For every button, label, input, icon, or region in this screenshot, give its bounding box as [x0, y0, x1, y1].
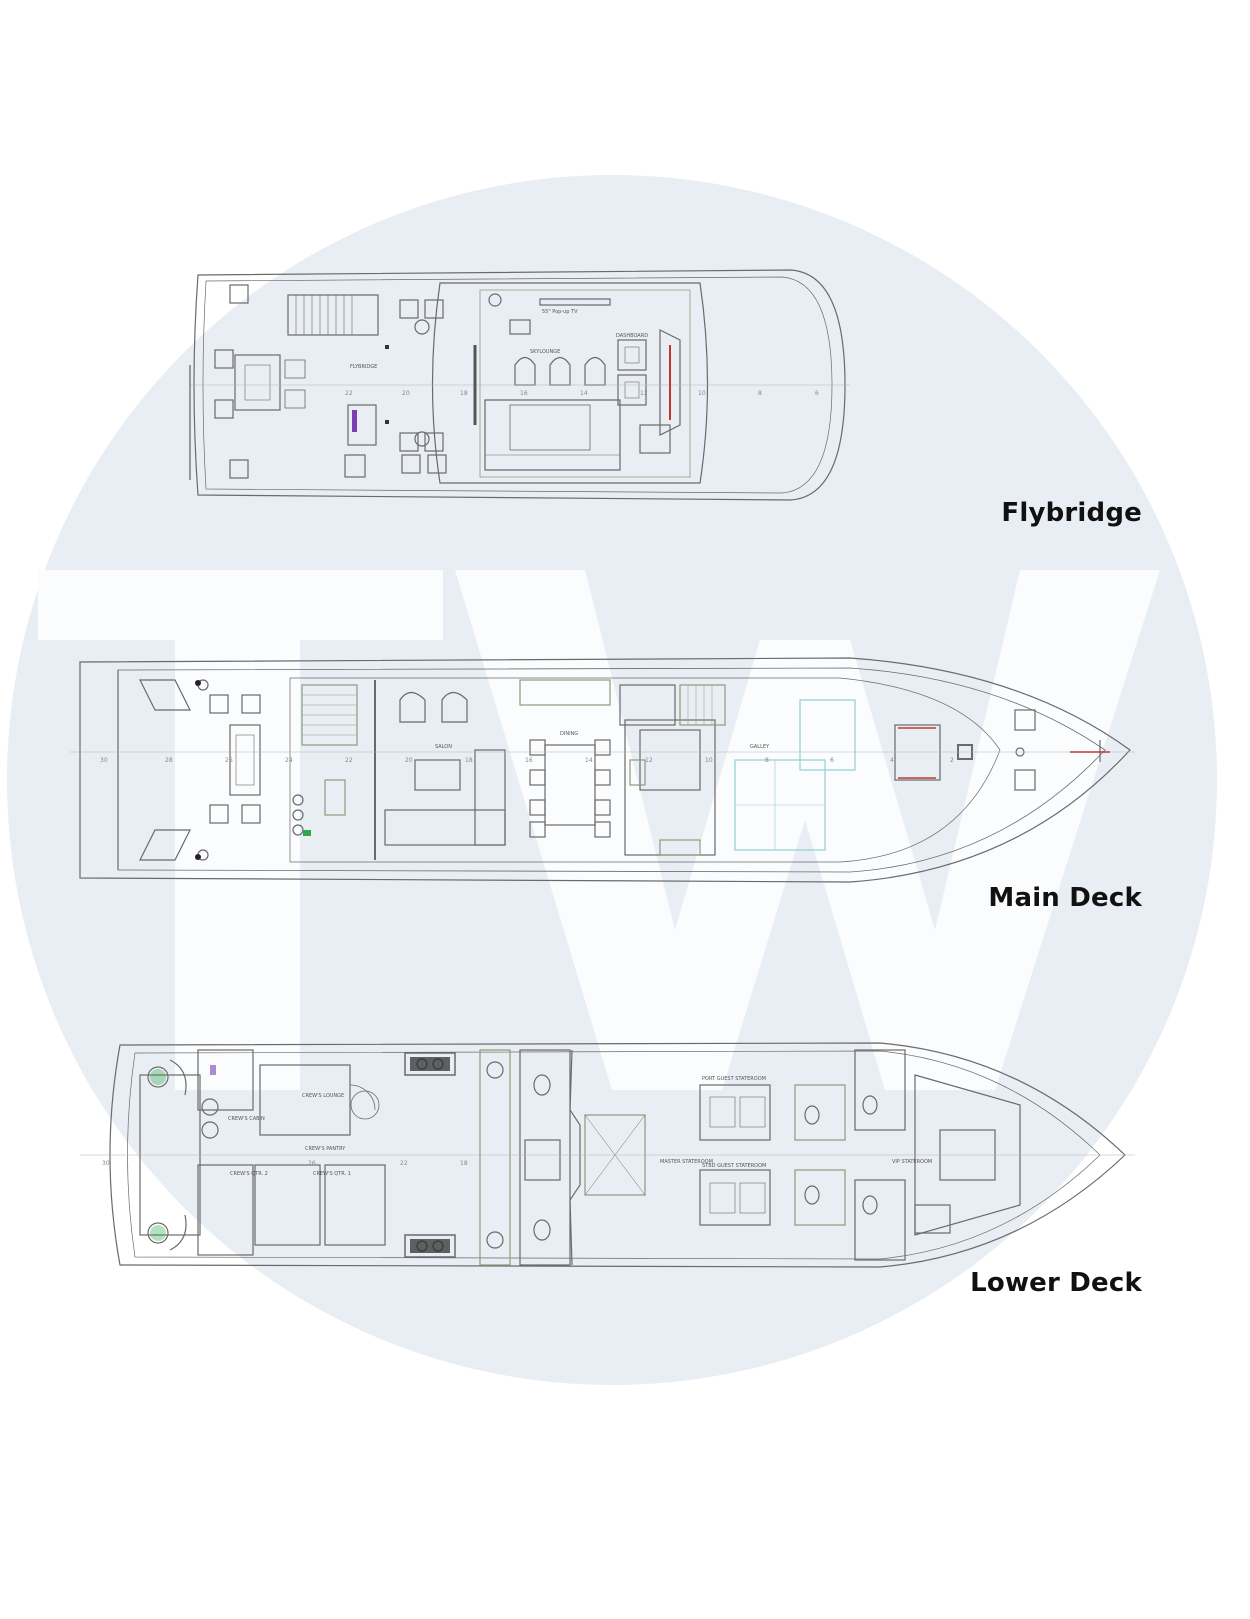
svg-text:6: 6 — [830, 757, 834, 764]
main-deck-plan: SALON DINING GALLEY 30 28 26 24 22 20 18… — [70, 657, 1135, 883]
svg-text:22: 22 — [345, 757, 353, 764]
svg-text:28: 28 — [165, 757, 173, 764]
svg-text:6: 6 — [815, 390, 819, 397]
frame-numbers: 30 28 26 24 22 20 18 16 14 12 10 8 6 4 2 — [100, 757, 954, 764]
flybridge-plan: FLYBRIDGE SKYLOUNGE DASHBOARD 55" Pop-up… — [189, 269, 850, 501]
svg-text:12: 12 — [640, 390, 648, 397]
svg-text:20: 20 — [402, 390, 410, 397]
svg-text:18: 18 — [465, 757, 473, 764]
svg-text:8: 8 — [765, 757, 769, 764]
svg-text:14: 14 — [580, 390, 588, 397]
room-popup-tv: 55" Pop-up TV — [542, 309, 578, 315]
room-crews-cabin: CREW'S CABIN — [228, 1116, 265, 1122]
svg-text:22: 22 — [345, 390, 353, 397]
svg-text:10: 10 — [705, 757, 713, 764]
svg-text:26: 26 — [225, 757, 233, 764]
lower-deck-label: Lower Deck — [970, 1268, 1142, 1298]
room-crews-pantry: CREW'S PANTRY — [305, 1146, 346, 1152]
room-crews-qtr-2: CREW'S QTR. 2 — [230, 1171, 268, 1177]
room-port-guest: PORT GUEST STATEROOM — [702, 1076, 766, 1082]
svg-text:14: 14 — [585, 757, 593, 764]
room-master-stateroom: MASTER STATEROOM — [660, 1159, 713, 1165]
flybridge-label: Flybridge — [1001, 498, 1142, 528]
room-crews-lounge: CREW'S LOUNGE — [302, 1093, 344, 1099]
room-dashboard: DASHBOARD — [616, 333, 648, 339]
svg-text:22: 22 — [400, 1160, 408, 1167]
lower-deck-plan: CREW'S LOUNGE CREW'S PANTRY CREW'S CABIN… — [80, 1042, 1135, 1268]
room-skylounge: SKYLOUNGE — [530, 349, 560, 355]
room-flybridge: FLYBRIDGE — [350, 364, 377, 370]
room-crews-qtr-1: CREW'S QTR. 1 — [313, 1171, 351, 1177]
watermark-letters — [38, 570, 1160, 1090]
svg-text:2: 2 — [950, 757, 954, 764]
room-dining: DINING — [560, 731, 578, 737]
svg-text:26: 26 — [308, 1160, 316, 1167]
svg-text:18: 18 — [460, 1160, 468, 1167]
frame-numbers: 22 20 18 16 14 12 10 8 6 — [345, 390, 819, 397]
room-stbd-guest: STBD GUEST STATEROOM — [702, 1163, 766, 1169]
room-galley: GALLEY — [750, 744, 770, 750]
svg-text:16: 16 — [525, 757, 533, 764]
svg-text:18: 18 — [460, 390, 468, 397]
svg-text:20: 20 — [405, 757, 413, 764]
svg-text:12: 12 — [645, 757, 653, 764]
svg-text:10: 10 — [698, 390, 706, 397]
main-deck-label: Main Deck — [988, 883, 1142, 913]
frame-numbers: 30 26 22 18 — [102, 1160, 468, 1167]
svg-text:30: 30 — [100, 757, 108, 764]
svg-text:24: 24 — [285, 757, 293, 764]
svg-text:16: 16 — [520, 390, 528, 397]
room-vip-stateroom: VIP STATEROOM — [892, 1159, 932, 1165]
room-salon: SALON — [435, 744, 452, 750]
svg-text:30: 30 — [102, 1160, 110, 1167]
svg-text:8: 8 — [758, 390, 762, 397]
svg-text:4: 4 — [890, 757, 894, 764]
